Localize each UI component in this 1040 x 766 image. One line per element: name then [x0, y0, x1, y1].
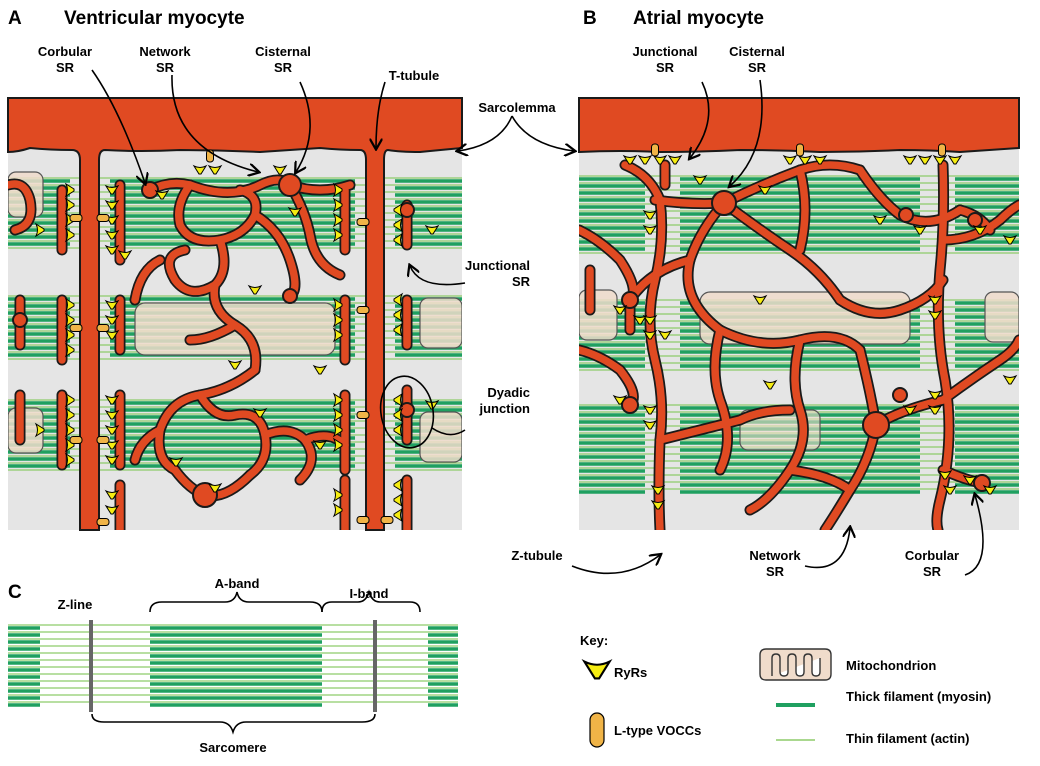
- junctional-sr-b-label: Junctional: [632, 44, 697, 59]
- t-tubule-label: T-tubule: [389, 68, 440, 83]
- key-thick-label: Thick filament (myosin): [846, 689, 991, 704]
- network-sr-b-label: Network: [749, 548, 801, 563]
- l-type-vocc: [70, 437, 82, 444]
- l-type-vocc: [357, 219, 369, 226]
- l-type-vocc: [357, 307, 369, 314]
- dyadic-junction-label: Dyadic: [487, 385, 530, 400]
- l-type-vocc: [652, 144, 659, 156]
- a-band-brace: [150, 592, 322, 612]
- l-type-vocc: [357, 412, 369, 419]
- z-line-label: Z-line: [58, 597, 93, 612]
- mitochondrion-icon: [760, 649, 831, 680]
- network-sr-a-label-2: SR: [156, 60, 175, 75]
- dyadic-junction-label-2: junction: [478, 401, 530, 416]
- junctional-sr-a-label-2: SR: [512, 274, 531, 289]
- key-title: Key:: [580, 633, 608, 648]
- corbular-sr-b-label: Corbular: [905, 548, 959, 563]
- i-band-label: I-band: [350, 586, 389, 601]
- cisternal-sr-b-label: Cisternal: [729, 44, 785, 59]
- l-type-vocc: [70, 215, 82, 222]
- panel-b-letter: B: [583, 8, 597, 29]
- key-mito-label: Mitochondrion: [846, 658, 936, 673]
- l-type-vocc: [97, 437, 109, 444]
- panel-c-letter: C: [8, 582, 22, 603]
- z-tubule-label: Z-tubule: [511, 548, 562, 563]
- l-type-vocc: [70, 325, 82, 332]
- l-type-vocc-icon: [590, 713, 604, 747]
- l-type-vocc: [97, 519, 109, 526]
- ryr-icon: [584, 662, 609, 679]
- key-thin-label: Thin filament (actin): [846, 731, 970, 746]
- panel-a-letter: A: [8, 8, 22, 29]
- sarcolemma-label: Sarcolemma: [478, 100, 556, 115]
- corbular-sr-b-label-2: SR: [923, 564, 942, 579]
- l-type-vocc: [797, 144, 804, 156]
- z-line-mark: [373, 620, 377, 712]
- l-type-vocc: [357, 517, 369, 524]
- corbular-sr-a-label: Corbular: [38, 44, 92, 59]
- cisternal-sr-a-label-2: SR: [274, 60, 293, 75]
- corbular-sr-a-label-2: SR: [56, 60, 75, 75]
- l-type-vocc: [381, 517, 393, 524]
- sarcomere-brace: [92, 714, 375, 732]
- key-vocc-label: L-type VOCCs: [614, 723, 701, 738]
- panel-a-drawing: [8, 98, 462, 530]
- junctional-sr-a-label: Junctional: [465, 258, 530, 273]
- panel-b-title: Atrial myocyte: [633, 8, 764, 29]
- key-ryr-label: RyRs: [614, 665, 647, 680]
- sarcomere-label: Sarcomere: [199, 740, 266, 755]
- cisternal-sr-b-label-2: SR: [748, 60, 767, 75]
- panel-b-drawing: [579, 98, 1019, 530]
- network-sr-a-label: Network: [139, 44, 191, 59]
- l-type-vocc: [97, 215, 109, 222]
- panel-c-sarcomere: [8, 625, 458, 705]
- junctional-sr-b-label-2: SR: [656, 60, 675, 75]
- panel-a-title: Ventricular myocyte: [64, 8, 245, 29]
- l-type-vocc: [97, 325, 109, 332]
- network-sr-b-label-2: SR: [766, 564, 785, 579]
- l-type-vocc: [939, 144, 946, 156]
- z-line-mark: [89, 620, 93, 712]
- key-legend: Key: RyRs L-type VOCCs Mitochondrion Thi…: [580, 633, 991, 747]
- cisternal-sr-a-label: Cisternal: [255, 44, 311, 59]
- a-band-label: A-band: [215, 576, 260, 591]
